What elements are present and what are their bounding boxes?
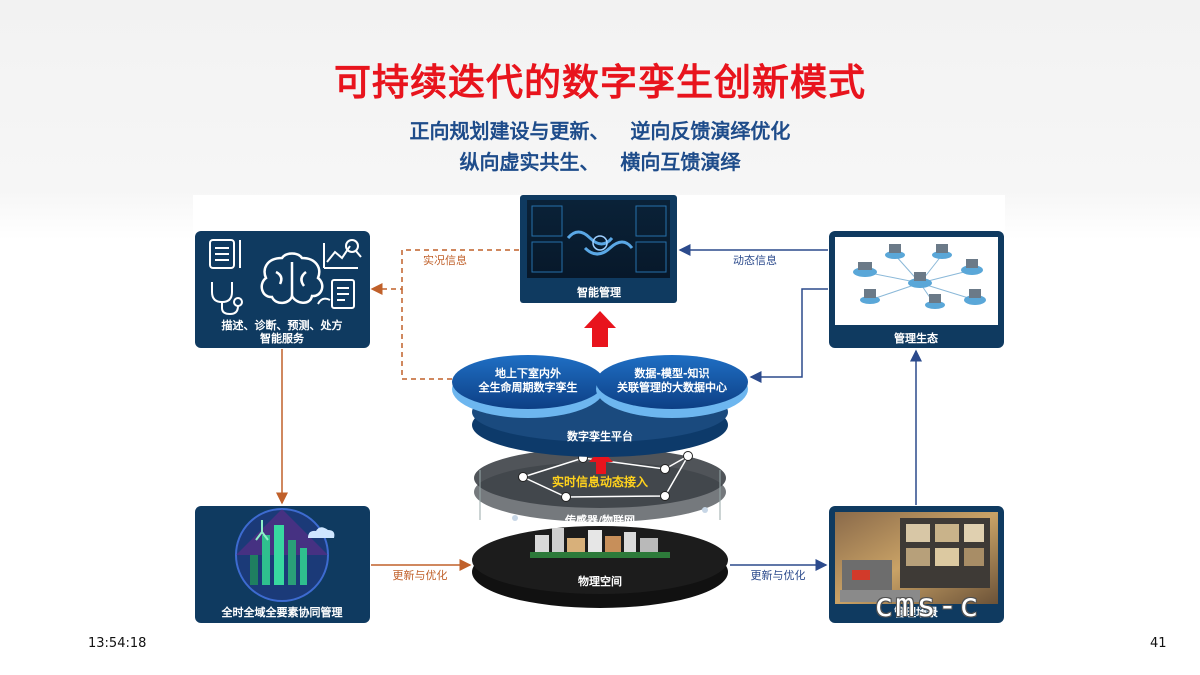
smart-service-box: 描述、诊断、预测、处方 智能服务 [195,231,370,348]
smart-management-box: 智能管理 [520,195,677,303]
management-scene-label: 管理场景 [894,605,938,619]
building-cutaway-graphic [840,518,990,602]
red-arrow-lower [589,449,613,474]
city-towers-graphic [250,525,307,585]
management-scene-box: 管理场景 [829,506,1004,623]
realtime-access-label: 实时信息动态接入 [552,474,648,489]
brain-icon [260,252,324,305]
twin-platform-label: 数字孪生平台 [567,429,633,443]
smart-service-label-1: 描述、诊断、预测、处方 [222,318,343,332]
lifecycle-twin-label-1: 地上下室内外 [495,366,561,380]
page-number: 41 [1150,636,1167,651]
twin-feedback-connector [401,289,452,380]
subtitle-line-2: 纵向虚实共生、 横向互馈演绎 [459,150,741,174]
sensor-iot-layer: 实时信息动态接入 传感器/物联网 [474,448,726,527]
wave-left-graphic [566,230,614,246]
cloud-icon [308,527,335,538]
actual-info-connector [370,249,519,295]
wave-right-graphic [583,240,634,256]
update-left-label: 更新与优化 [393,568,448,582]
lifecycle-twin-label-2: 全生命周期数字孪生 [478,380,578,394]
page-title: 可持续迭代的数字孪生创新模式 [334,61,866,104]
red-arrow-upper [584,311,616,347]
stethoscope-icon [211,282,243,316]
collab-management-box: 全时全域全要素协同管理 [195,506,370,623]
chart-magnifier-icon [323,239,362,269]
robot-claw-icon [255,520,269,541]
subtitle-line-1: 正向规划建设与更新、 逆向反馈演绎优化 [409,119,791,143]
actual-info-label: 实况信息 [423,253,467,267]
footer-time: 13:54:18 [88,636,147,651]
big-data-center-label-2: 关联管理的大数据中心 [617,380,727,394]
update-right-label: 更新与优化 [751,568,806,582]
dynamic-info-label: 动态信息 [733,253,777,267]
ecology-to-data-connector [749,288,828,383]
physical-space-label: 物理空间 [578,574,622,588]
big-data-center-label-1: 数据-模型-知识 [634,366,709,380]
city-model-graphic [530,528,670,558]
sensor-iot-label: 传感器/物联网 [564,513,635,527]
management-ecology-box: 管理生态 [829,231,1004,348]
smart-management-label: 智能管理 [577,285,621,299]
collab-management-label: 全时全域全要素协同管理 [221,605,343,619]
watermark: cms-c [874,586,981,624]
smart-service-label-2: 智能服务 [260,331,305,345]
management-ecology-label: 管理生态 [894,331,938,345]
physical-space-layer: 物理空间 [472,526,728,608]
lifecycle-twin-ellipse: 地上下室内外 全生命周期数字孪生 [452,355,604,418]
notebook-icon [209,239,241,269]
prescription-icon [317,279,355,309]
big-data-center-ellipse: 数据-模型-知识 关联管理的大数据中心 [596,355,748,418]
